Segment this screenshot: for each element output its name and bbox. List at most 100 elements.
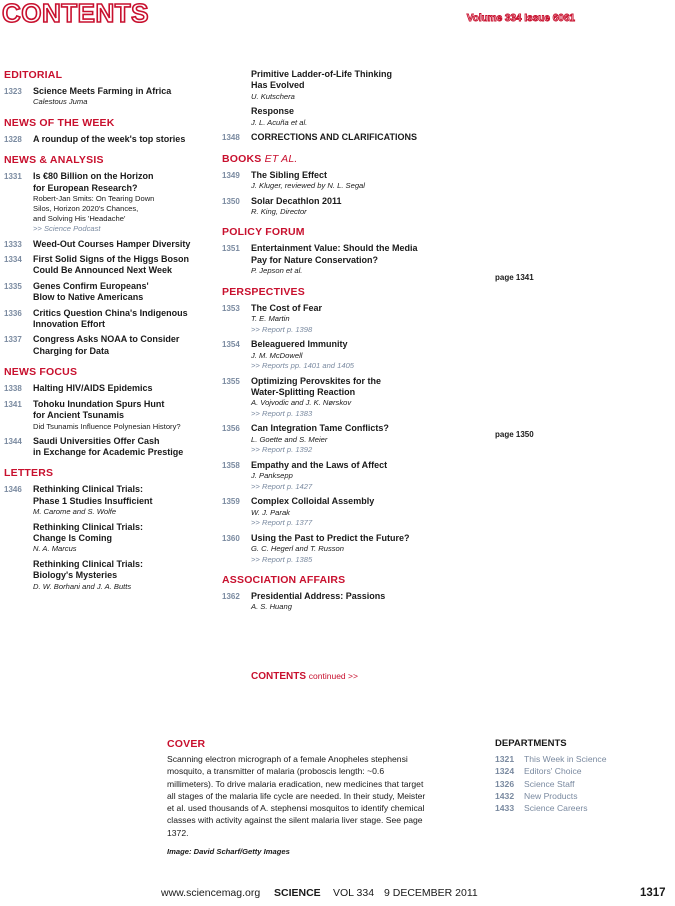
toc-entry[interactable]: 1353 The Cost of Fear T. E. Martin >> Re… xyxy=(222,303,492,335)
section-news-focus: NEWS FOCUS xyxy=(4,366,78,379)
section-policy-forum: POLICY FORUM xyxy=(222,226,305,239)
footer-date: 9 DECEMBER 2011 xyxy=(384,887,478,899)
entry-title: Halting HIV/AIDS Epidemics xyxy=(33,383,153,394)
page-number: 1337 xyxy=(4,335,22,345)
toc-entry[interactable]: 1331 Is €80 Billion on the Horizon for E… xyxy=(4,171,209,234)
entry-title: CORRECTIONS AND CLARIFICATIONS xyxy=(251,132,417,143)
page-number: 1356 xyxy=(222,424,240,434)
entry-author: L. Goette and S. Meier xyxy=(251,434,328,444)
entry-title: Optimizing Perovskites for the Water-Spl… xyxy=(251,375,382,397)
page-number: 1338 xyxy=(4,384,22,394)
entry-title: Solar Decathlon 2011 xyxy=(251,195,342,206)
podcast-link[interactable]: >> Science Podcast xyxy=(33,224,101,234)
toc-entry[interactable]: 1333 Weed-Out Courses Hamper Diversity xyxy=(4,239,209,250)
report-link[interactable]: >> Report p. 1383 xyxy=(251,408,313,418)
page-number: 1355 xyxy=(222,376,240,386)
page-number: 1362 xyxy=(222,592,240,601)
page-number: 1346 xyxy=(4,485,22,495)
toc-entry[interactable]: 1337 Congress Asks NOAA to Consider Char… xyxy=(4,334,209,357)
footer-url[interactable]: www.sciencemag.org xyxy=(161,887,261,899)
toc-entry[interactable]: 1354 Beleaguered Immunity J. M. McDowell… xyxy=(222,339,492,371)
right-column: Primitive Ladder-of-Life Thinking Has Ev… xyxy=(222,69,492,613)
cover-description: Scanning electron micrograph of a female… xyxy=(167,754,426,838)
toc-entry[interactable]: 1338 Halting HIV/AIDS Epidemics xyxy=(4,383,209,394)
entry-title: Is €80 Billion on the Horizon for Europe… xyxy=(33,171,154,193)
report-link[interactable]: >> Reports pp. 1401 and 1405 xyxy=(251,361,355,371)
entry-subtitle: Robert-Jan Smits: On Tearing Down Silos,… xyxy=(33,194,155,224)
entry-author: J. M. McDowell xyxy=(251,350,303,360)
page-number: 1334 xyxy=(4,255,22,265)
left-column: EDITORIAL 1323 Science Meets Farming in … xyxy=(4,69,209,592)
entry-title: First Solid Signs of the Higgs Boson Cou… xyxy=(33,254,190,276)
page-number: 1360 xyxy=(222,533,240,543)
contents-continued-link[interactable]: CONTENTS continued >> xyxy=(251,671,358,682)
toc-entry[interactable]: 1360 Using the Past to Predict the Futur… xyxy=(222,533,492,565)
entry-subtitle: Did Tsunamis Influence Polynesian Histor… xyxy=(33,421,181,431)
entry-title[interactable]: Rethinking Clinical Trials: Change Is Co… xyxy=(33,521,144,544)
entry-author: J. Kluger, reviewed by N. L. Segal xyxy=(251,181,365,191)
entry-title[interactable]: Rethinking Clinical Trials: Biology's My… xyxy=(33,558,144,581)
page-number: 1328 xyxy=(4,134,22,144)
page-number: 1351 xyxy=(222,244,240,254)
entry-title: Congress Asks NOAA to Consider Charging … xyxy=(33,334,180,356)
entry-title: Empathy and the Laws of Affect xyxy=(251,459,388,470)
toc-entry[interactable]: 1355 Optimizing Perovskites for the Wate… xyxy=(222,376,492,420)
entry-author: J. Panksepp xyxy=(251,471,293,481)
entry-author: U. Kutschera xyxy=(251,91,295,101)
entry-author: D. W. Borhani and J. A. Butts xyxy=(33,581,132,591)
toc-entry[interactable]: 1323 Science Meets Farming in Africa Cal… xyxy=(4,86,209,108)
toc-entry[interactable]: 1346 Rethinking Clinical Trials: Phase 1… xyxy=(4,484,209,592)
entry-title: Primitive Ladder-of-Life Thinking Has Ev… xyxy=(251,69,393,91)
report-link[interactable]: >> Report p. 1385 xyxy=(251,554,313,564)
entry-title: Beleaguered Immunity xyxy=(251,339,348,350)
toc-entry[interactable]: 1358 Empathy and the Laws of Affect J. P… xyxy=(222,460,492,492)
cover-section: COVER Scanning electron micrograph of a … xyxy=(167,738,432,856)
page-number: 1358 xyxy=(222,460,240,470)
page-number: 1341 xyxy=(4,399,22,409)
report-link[interactable]: >> Report p. 1398 xyxy=(251,324,313,334)
toc-entry[interactable]: 1334 First Solid Signs of the Higgs Boso… xyxy=(4,254,209,277)
report-link[interactable]: >> Report p. 1377 xyxy=(251,518,313,528)
toc-entry[interactable]: 1328 A roundup of the week's top stories xyxy=(4,134,209,145)
section-news-of-week: NEWS OF THE WEEK xyxy=(4,116,115,129)
report-link[interactable]: >> Report p. 1427 xyxy=(251,481,313,491)
entry-title: Presidential Address: Passions xyxy=(251,591,386,601)
section-association-affairs: ASSOCIATION AFFAIRS xyxy=(222,574,346,586)
page-number: 1333 xyxy=(4,239,22,249)
page-number: 1354 xyxy=(222,340,240,350)
toc-entry[interactable]: Primitive Ladder-of-Life Thinking Has Ev… xyxy=(222,69,492,128)
report-link[interactable]: >> Report p. 1392 xyxy=(251,445,313,455)
toc-entry[interactable]: 1349 The Sibling Effect J. Kluger, revie… xyxy=(222,170,492,192)
toc-entry[interactable]: 1336 Critics Question China's Indigenous… xyxy=(4,308,209,331)
toc-entry[interactable]: 1356 Can Integration Tame Conflicts? L. … xyxy=(222,423,492,455)
entry-author: A. S. Huang xyxy=(251,602,292,612)
page-number: 1344 xyxy=(4,436,22,446)
page-number: 1323 xyxy=(4,87,22,96)
footer-volume: VOL 334 xyxy=(333,887,375,899)
entry-title[interactable]: Response xyxy=(251,106,295,117)
toc-entry[interactable]: 1348 CORRECTIONS AND CLARIFICATIONS xyxy=(222,132,492,143)
toc-entry[interactable]: 1350 Solar Decathlon 2011 R. King, Direc… xyxy=(222,196,492,218)
entry-title: Tohoku Inundation Spurs Hunt for Ancient… xyxy=(33,398,165,421)
toc-entry[interactable]: 1362 Presidential Address: Passions A. S… xyxy=(222,591,492,613)
entry-title: Weed-Out Courses Hamper Diversity xyxy=(33,238,191,249)
page-number: 1349 xyxy=(222,170,240,180)
entry-title: Entertainment Value: Should the Media Pa… xyxy=(251,243,418,265)
cover-heading: COVER xyxy=(167,738,206,750)
toc-entry[interactable]: 1359 Complex Colloidal Assembly W. J. Pa… xyxy=(222,496,492,528)
toc-entry[interactable]: 1335 Genes Confirm Europeans' Blow to Na… xyxy=(4,281,209,304)
cover-credit: Image: David Scharf/Getty Images xyxy=(167,847,290,857)
entry-author: P. Jepson et al. xyxy=(251,266,303,276)
toc-entry[interactable]: 1344 Saudi Universities Offer Cash in Ex… xyxy=(4,436,209,459)
toc-entry[interactable]: 1351 Entertainment Value: Should the Med… xyxy=(222,243,492,276)
page-number: 1335 xyxy=(4,281,22,291)
toc-entry[interactable]: 1341 Tohoku Inundation Spurs Hunt for An… xyxy=(4,399,209,432)
page-number: 1353 xyxy=(222,303,240,313)
footer-page-number: 1317 xyxy=(640,887,666,899)
